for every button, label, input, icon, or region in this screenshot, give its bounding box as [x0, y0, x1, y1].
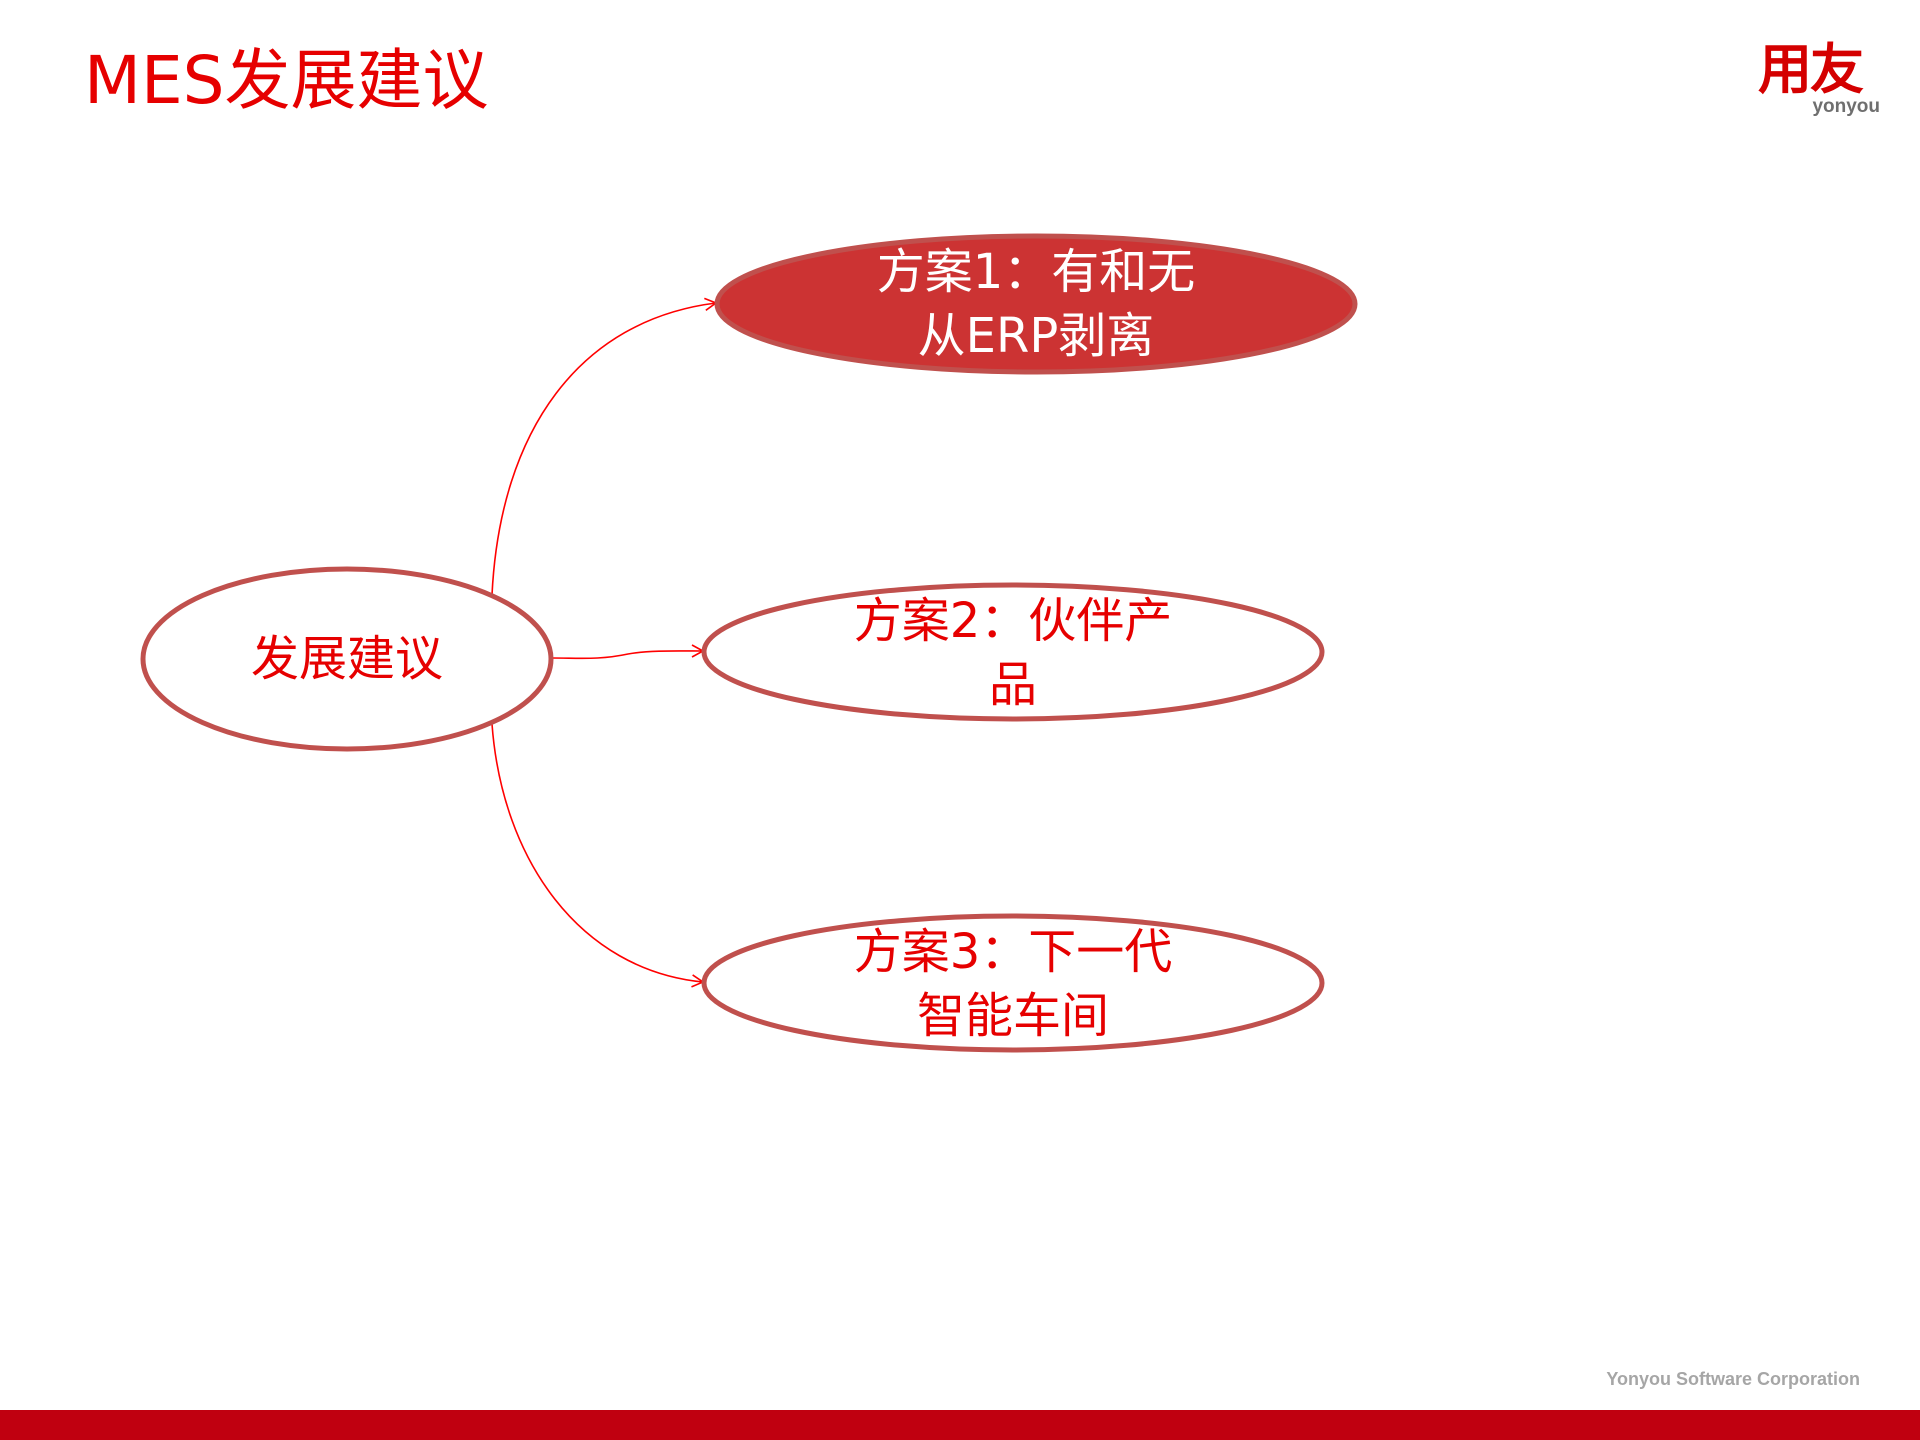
branch-node-3-line2: 智能车间 [916, 988, 1109, 1044]
branch-node-1-label: 方案1：有和无 从ERP剥离 [836, 240, 1236, 368]
connector-to-branch-1 [491, 297, 718, 596]
root-node-label: 发展建议 [197, 627, 497, 691]
branch-node-1-line1: 方案1：有和无 [876, 244, 1196, 300]
branch-node-2 [701, 582, 1325, 722]
logo-chinese-text: 用友 [1758, 38, 1864, 101]
yonyou-logo: 用友 yonyou [1758, 38, 1880, 122]
branch-node-1 [714, 233, 1358, 375]
connector-to-branch-3 [491, 723, 705, 988]
root-node [140, 566, 554, 752]
branch-node-2-line1: 方案2：伙伴产 [853, 593, 1173, 649]
slide-title: MES发展建议 [84, 42, 489, 119]
root-node-text: 发展建议 [250, 631, 443, 687]
branch-node-2-line2: 品 [988, 657, 1037, 713]
logo-english-text: yonyou [1812, 96, 1880, 117]
branch-node-2-label: 方案2：伙伴产 品 [813, 589, 1213, 717]
branch-node-3 [701, 913, 1325, 1053]
branch-node-3-label: 方案3：下一代 智能车间 [813, 920, 1213, 1048]
connector-to-branch-2 [551, 644, 705, 660]
branch-node-3-line1: 方案3：下一代 [853, 924, 1173, 980]
footer-company-name: Yonyou Software Corporation [1606, 1369, 1860, 1389]
footer-bar [0, 1410, 1920, 1440]
branch-node-1-line2: 从ERP剥离 [917, 308, 1155, 364]
